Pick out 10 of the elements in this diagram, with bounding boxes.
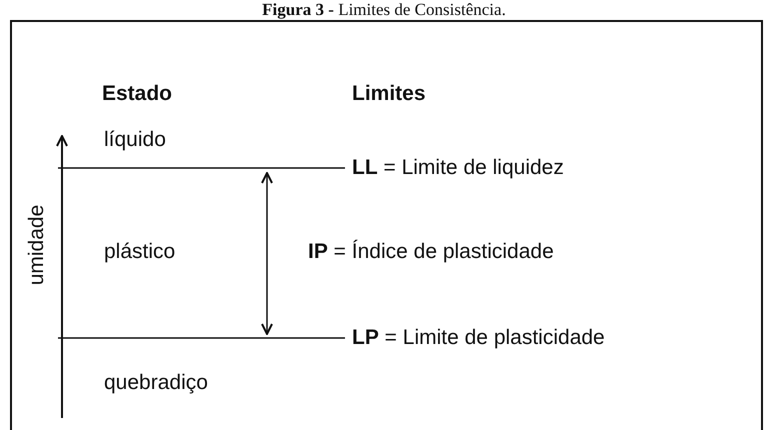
figure-title: Figura 3 - Limites de Consistência.: [261, 0, 507, 20]
state-label: líquido: [104, 128, 166, 152]
limit-label: LL = Limite de liquidez: [352, 156, 564, 180]
state-label: quebradiço: [104, 371, 208, 395]
index-label: IP = Índice de plasticidade: [308, 240, 554, 264]
axis-label: umidade: [25, 204, 49, 286]
limit-label: LP = Limite de plasticidade: [352, 326, 605, 350]
state-label: plástico: [104, 240, 176, 264]
column-heading: Estado: [102, 82, 172, 106]
column-heading: Limites: [352, 82, 426, 106]
